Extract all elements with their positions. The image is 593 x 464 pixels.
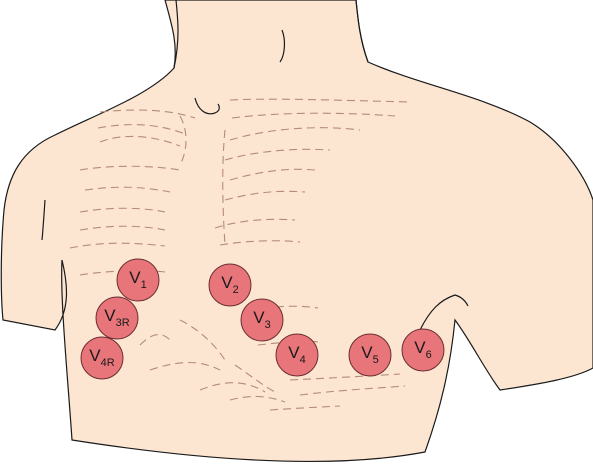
electrode-v1: V1 — [117, 259, 159, 301]
electrode-subscript: 4 — [300, 354, 306, 366]
electrode-main-text: V — [129, 268, 141, 287]
electrode-v5: V5 — [349, 334, 391, 376]
electrode-subscript: 3R — [116, 317, 130, 329]
electrode-main-text: V — [104, 306, 116, 325]
electrode-v3r: V3R — [96, 297, 138, 339]
electrode-subscript: 4R — [101, 357, 115, 369]
electrode-subscript: 1 — [141, 279, 147, 291]
electrode-v4r: V4R — [81, 337, 123, 379]
electrode-main-text: V — [253, 308, 265, 327]
electrode-main-text: V — [89, 346, 101, 365]
electrode-v2: V2 — [209, 264, 251, 306]
electrode-main-text: V — [361, 343, 373, 362]
electrode-subscript: 3 — [265, 319, 271, 331]
electrode-v6: V6 — [402, 329, 444, 371]
electrode-main-text: V — [288, 343, 300, 362]
electrode-main-text: V — [414, 338, 426, 357]
electrode-subscript: 2 — [233, 284, 239, 296]
electrode-v4: V4 — [276, 334, 318, 376]
electrode-subscript: 5 — [373, 354, 379, 366]
electrode-main-text: V — [221, 273, 233, 292]
electrode-v3: V3 — [241, 299, 283, 341]
electrode-subscript: 6 — [426, 349, 432, 361]
